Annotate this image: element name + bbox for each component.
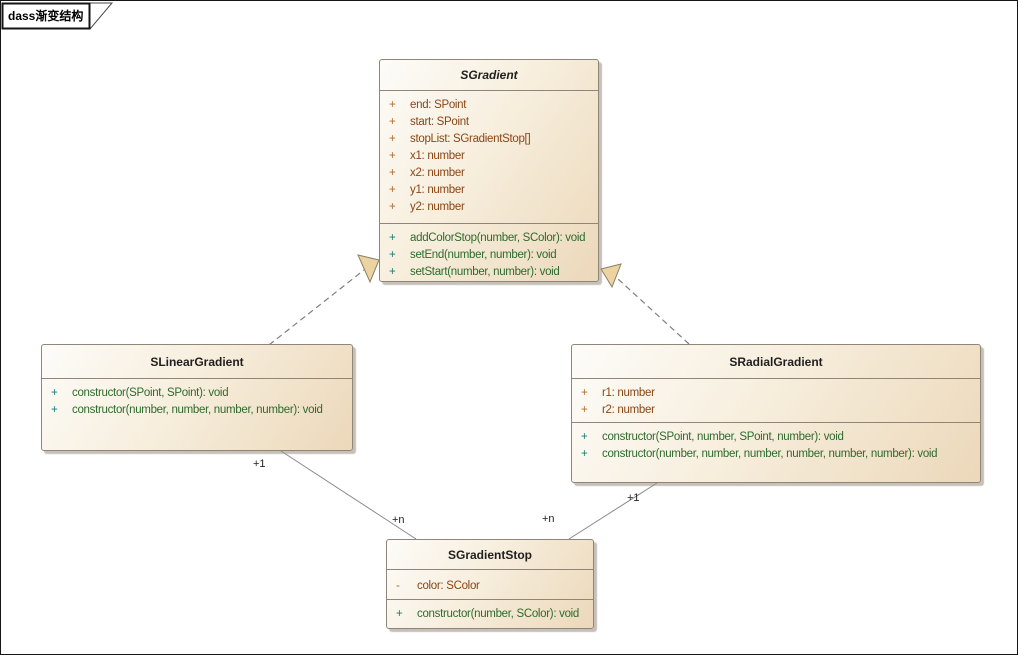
method-row: + addColorStop(number, SColor): void [380,230,598,247]
visibility-sign: + [581,448,588,460]
class-box-slineargradient[interactable]: SLinearGradient + constructor(SPoint, SPo… [41,344,353,451]
attribute-text: r1: number [602,387,655,399]
attribute-row: + start: SPoint [380,114,598,131]
method-text: constructor(number, number, number, numb… [72,404,323,416]
visibility-sign: + [389,232,396,244]
visibility-sign: + [389,98,396,111]
attribute-row: - color: SColor [387,578,593,595]
multiplicity-label-radial-source: +1 [627,492,640,504]
method-text: setEnd(number, number): void [410,249,557,261]
attribute-text: x2: number [410,166,465,179]
methods-compartment: + constructor(SPoint, SPoint): void + cons… [42,379,352,450]
multiplicity-label-radial-target: +n [542,513,555,525]
class-box-sgradient[interactable]: SGradient + end: SPoint + start: SPoint + s… [379,59,599,282]
attribute-text: color: SColor [417,580,480,592]
attributes-compartment: + end: SPoint + start: SPoint + stopList: S… [380,91,598,223]
attribute-row: + end: SPoint [380,97,598,114]
visibility-sign: + [51,404,58,416]
visibility-sign: + [581,431,588,443]
method-text: addColorStop(number, SColor): void [410,232,586,244]
visibility-sign: + [389,115,396,128]
generalization-arrowhead-right [600,263,622,289]
attribute-row: + stopList: SGradientStop[] [380,131,598,148]
class-title: SGradientStop [387,540,593,570]
attribute-row: + y1: number [380,182,598,199]
visibility-sign: + [389,249,396,261]
method-text: constructor(number, number, number, numb… [602,448,938,460]
class-title: SLinearGradient [42,345,352,379]
methods-compartment: + constructor(SPoint, number, SPoint, num… [572,422,980,482]
association-radial-to-stop[interactable] [568,482,658,540]
method-row: + constructor(SPoint, SPoint): void [42,385,352,402]
attribute-text: stopList: SGradientStop[] [410,132,531,145]
method-text: constructor(SPoint, number, SPoint, numb… [602,431,844,443]
visibility-sign: + [581,387,588,399]
method-row: + constructor(number, number, number, num… [572,446,980,463]
visibility-sign: + [389,200,396,213]
diagram-frame-label: dass渐变结构 [8,9,84,23]
attribute-text: start: SPoint [410,115,469,128]
multiplicity-label-linear-source: +1 [253,458,266,470]
attribute-row: + x2: number [380,165,598,182]
visibility-sign: + [389,266,396,278]
method-row: + constructor(number, SColor): void [387,606,593,623]
attribute-text: r2: number [602,404,655,416]
attribute-row: + r2: number [572,402,980,419]
visibility-sign: + [389,183,396,196]
method-text: setStart(number, number): void [410,266,560,278]
generalization-radial-to-sgradient[interactable] [616,277,690,345]
attribute-text: end: SPoint [410,98,467,111]
generalization-arrowhead-left [357,254,380,284]
generalization-linear-to-sgradient[interactable] [268,269,365,346]
attribute-row: + y2: number [380,199,598,216]
method-row: + setStart(number, number): void [380,264,598,281]
class-title: SRadialGradient [572,345,980,379]
attribute-row: + r1: number [572,385,980,402]
attributes-compartment: + r1: number + r2: number [572,379,980,422]
method-text: constructor(SPoint, SPoint): void [72,387,229,399]
attribute-row: + x1: number [380,148,598,165]
methods-compartment: + constructor(number, SColor): void [387,599,593,628]
methods-compartment: + addColorStop(number, SColor): void + set… [380,223,598,281]
multiplicity-label-linear-target: +n [392,514,405,526]
visibility-sign: - [396,580,400,592]
association-linear-to-stop[interactable] [280,450,417,540]
attributes-compartment: - color: SColor [387,570,593,599]
visibility-sign: + [389,132,396,145]
method-row: + constructor(SPoint, number, SPoint, num… [572,429,980,446]
frame-tab-box [1,2,91,30]
class-title: SGradient [380,60,598,91]
visibility-sign: + [396,608,403,620]
method-row: + constructor(number, number, number, num… [42,402,352,419]
method-text: constructor(number, SColor): void [417,608,580,620]
visibility-sign: + [581,404,588,416]
class-box-sgradientstop[interactable]: SGradientStop - color: SColor + constructo… [386,539,594,629]
attribute-text: x1: number [410,149,465,162]
visibility-sign: + [51,387,58,399]
attribute-text: y2: number [410,200,465,213]
attribute-text: y1: number [410,183,465,196]
visibility-sign: + [389,149,396,162]
class-box-sradialgradient[interactable]: SRadialGradient +r1: number +r2: number … [571,344,981,483]
visibility-sign: + [389,166,396,179]
method-row: + setEnd(number, number): void [380,247,598,264]
